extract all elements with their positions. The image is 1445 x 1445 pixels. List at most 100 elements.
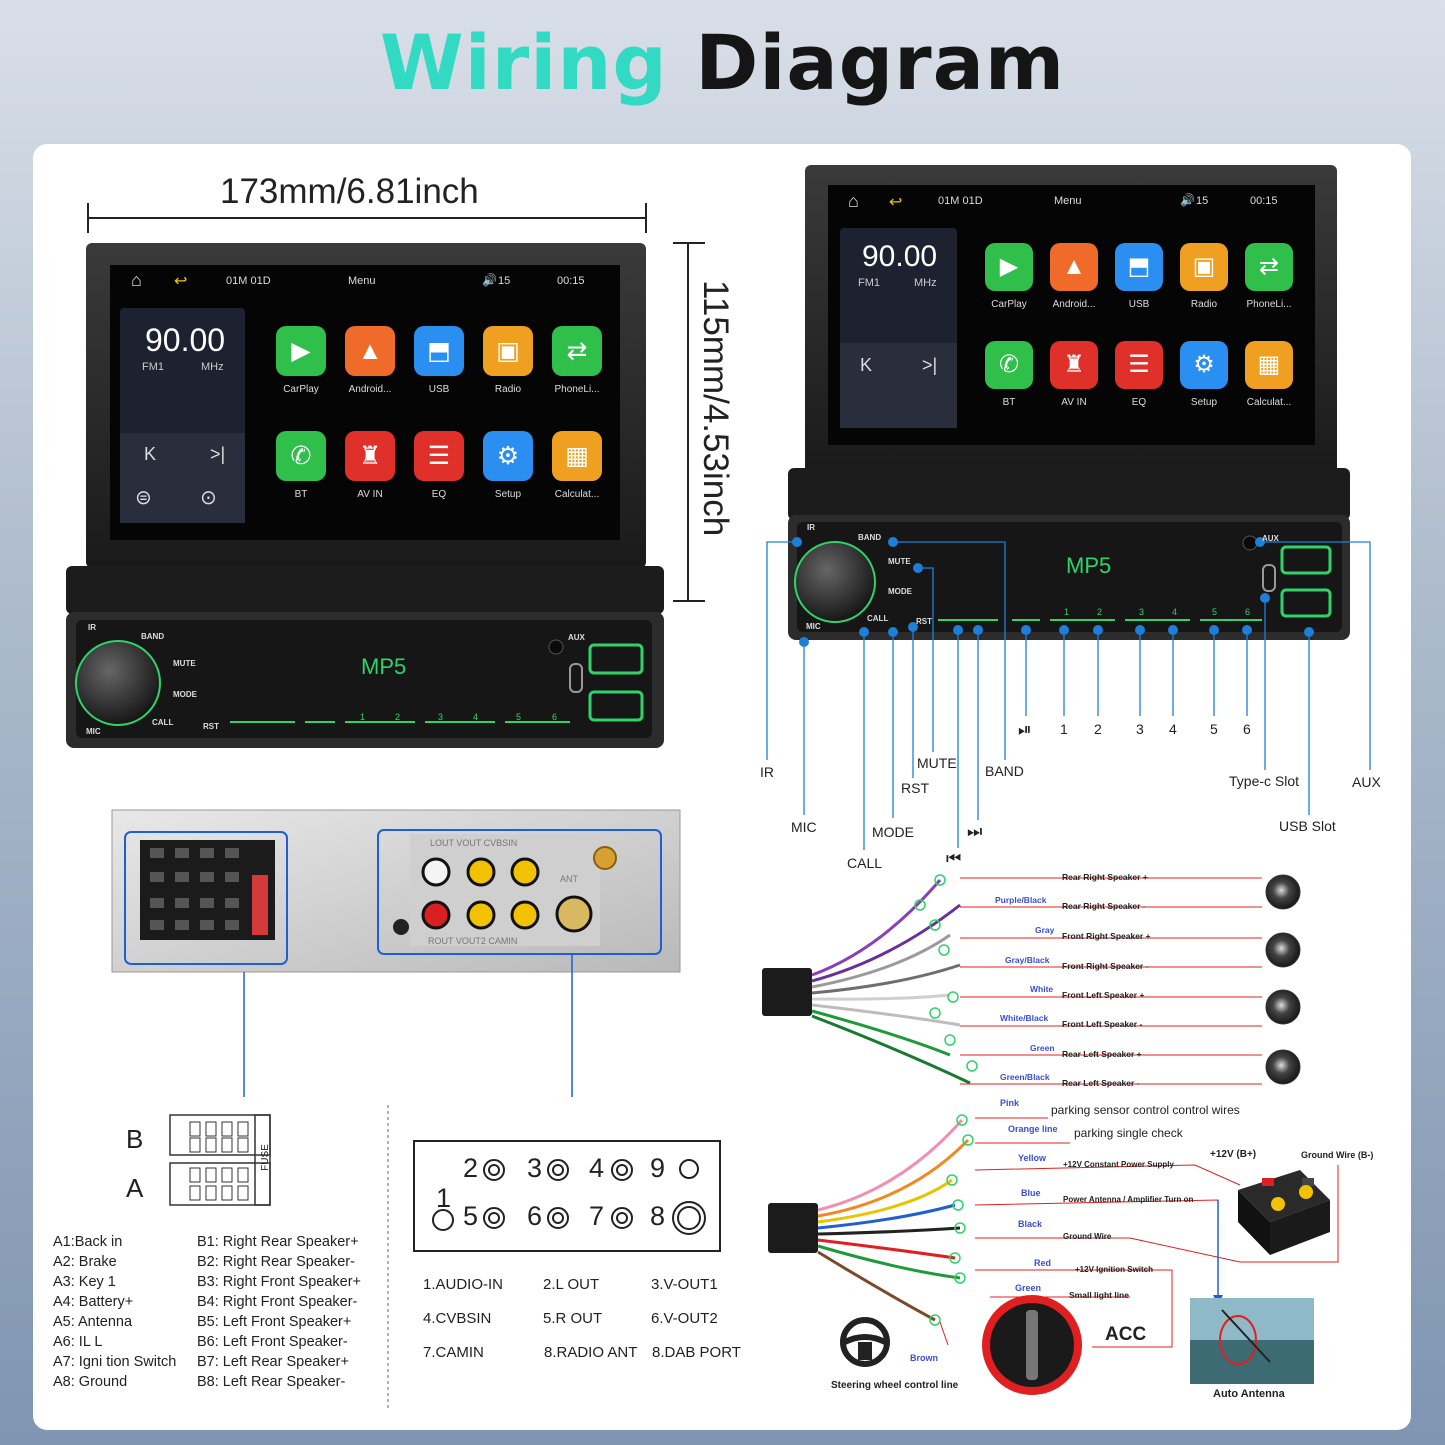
eq-icon[interactable]: ⊜: [135, 487, 152, 509]
speaker-wire-color-label: Green/Black: [1000, 1072, 1050, 1082]
next-track-icon[interactable]: >|: [922, 355, 938, 375]
battery-plus-label: +12V (B+): [1210, 1149, 1257, 1160]
preset-4-button[interactable]: 4: [1172, 607, 1178, 617]
next-track-icon[interactable]: >|: [210, 444, 226, 464]
app-eq-icon[interactable]: ☰: [1115, 341, 1163, 389]
faceplate-mode-button[interactable]: MODE: [888, 587, 912, 596]
battery-ground-label: Ground Wire (B-): [1301, 1150, 1374, 1160]
fuse-label: FUSE: [259, 1144, 271, 1171]
faceplate-call-button[interactable]: CALL: [867, 614, 889, 623]
radio-unit: MHz: [914, 277, 937, 289]
preset-2-button[interactable]: 2: [395, 712, 401, 722]
back-icon[interactable]: ↩: [889, 194, 903, 211]
app-phoneli-label: PhoneLi...: [1246, 299, 1292, 310]
app-setup-icon[interactable]: ⚙: [483, 431, 533, 481]
preset-6-button[interactable]: 6: [1245, 607, 1251, 617]
faceplate-band-button[interactable]: BAND: [858, 533, 882, 542]
rca-legend-item: 7.CAMIN: [423, 1344, 484, 1361]
app-phoneli-icon[interactable]: ⇄: [552, 326, 602, 376]
app-eq-label: EQ: [1131, 397, 1147, 408]
home-icon[interactable]: ⌂: [848, 191, 859, 211]
faceplate-mic-button[interactable]: MIC: [806, 622, 821, 631]
app-calculat-icon[interactable]: ▦: [552, 431, 602, 481]
pin-b5-label: B5: Left Front Speaker+: [197, 1314, 352, 1330]
callout-1: 1: [1060, 721, 1068, 737]
power-wire-color-label: Red: [1034, 1258, 1052, 1268]
faceplate-mute-button[interactable]: MUTE: [173, 659, 196, 668]
faceplate-mute-button[interactable]: MUTE: [888, 557, 911, 566]
app-bt-icon[interactable]: ✆: [276, 431, 326, 481]
home-icon[interactable]: ⌂: [131, 270, 142, 290]
app-android-icon[interactable]: ▲: [345, 326, 395, 376]
preset-2-button[interactable]: 2: [1097, 607, 1103, 617]
app-setup-icon[interactable]: ⚙: [1180, 341, 1228, 389]
pin-a3-label: A3: Key 1: [53, 1274, 116, 1290]
speaker-wire-function-label: Front Right Speaker -: [1062, 961, 1149, 971]
app-usb-icon[interactable]: ⬒: [1115, 243, 1163, 291]
status-menu[interactable]: Menu: [348, 275, 376, 287]
status-menu[interactable]: Menu: [1054, 195, 1082, 207]
preset-5-button[interactable]: 5: [1212, 607, 1218, 617]
pin-b8-label: B8: Left Rear Speaker-: [197, 1374, 346, 1390]
back-icon[interactable]: ↩: [174, 273, 188, 290]
app-radio-icon[interactable]: ▣: [483, 326, 533, 376]
preset-1-button[interactable]: 1: [360, 712, 366, 722]
rca-legend-item: 3.V-OUT1: [651, 1276, 718, 1293]
faceplate-rst-button[interactable]: RST: [203, 722, 219, 731]
rca-legend-item: 2.L OUT: [543, 1276, 600, 1293]
preset-6-button[interactable]: 6: [552, 712, 558, 722]
power-wire-function-label: parking single check: [1074, 1126, 1183, 1140]
callout-5: 5: [1210, 721, 1218, 737]
speaker-wire-function-label: Rear Left Speaker -: [1062, 1078, 1140, 1088]
preset-3-button[interactable]: 3: [438, 712, 444, 722]
faceplate-aux-button[interactable]: AUX: [1262, 534, 1279, 543]
power-wire-function-label: Ground Wire: [1063, 1232, 1112, 1241]
acc-label: ACC: [1105, 1324, 1147, 1345]
speaker-wire-color-label: Gray/Black: [1005, 955, 1050, 965]
faceplate-ir-button[interactable]: IR: [88, 623, 96, 632]
app-avin-icon[interactable]: ♜: [1050, 341, 1098, 389]
faceplate-mode-button[interactable]: MODE: [173, 690, 197, 699]
pin-b1-label: B1: Right Rear Speaker+: [197, 1234, 359, 1250]
callout-4: 4: [1169, 721, 1177, 737]
app-calculat-icon[interactable]: ▦: [1245, 341, 1293, 389]
prev-track-icon[interactable]: K: [144, 444, 157, 464]
faceplate-call-button[interactable]: CALL: [152, 718, 174, 727]
faceplate-rst-button[interactable]: RST: [916, 617, 932, 626]
callout-2: 2: [1094, 721, 1102, 737]
preset-1-button[interactable]: 1: [1064, 607, 1070, 617]
preset-4-button[interactable]: 4: [473, 712, 479, 722]
app-bt-icon[interactable]: ✆: [985, 341, 1033, 389]
app-avin-icon[interactable]: ♜: [345, 431, 395, 481]
app-radio-icon[interactable]: ▣: [1180, 243, 1228, 291]
app-phoneli-icon[interactable]: ⇄: [1245, 243, 1293, 291]
power-wire-color-label: Blue: [1021, 1188, 1041, 1198]
faceplate-mic-button[interactable]: MIC: [86, 727, 101, 736]
callout-next: ⏭: [967, 822, 983, 841]
pin-b6-label: B6: Left Front Speaker-: [197, 1334, 348, 1350]
faceplate-band-button[interactable]: BAND: [141, 632, 165, 641]
power-wire-function-label: +12V Ignition Switch: [1075, 1265, 1154, 1274]
rca-legend-item: 4.CVBSIN: [423, 1310, 492, 1327]
rca-number-6: 6: [527, 1201, 543, 1231]
status-time: 00:15: [1250, 195, 1278, 207]
prev-track-icon[interactable]: K: [860, 355, 873, 375]
preset-5-button[interactable]: 5: [516, 712, 522, 722]
scan-icon[interactable]: ⊙: [200, 487, 217, 509]
app-carplay-icon[interactable]: ▶: [985, 243, 1033, 291]
speaker-wire-function-label: Rear Left Speaker +: [1062, 1049, 1142, 1059]
app-android-icon[interactable]: ▲: [1050, 243, 1098, 291]
callout-aux: AUX: [1352, 774, 1381, 790]
callout-usb: USB Slot: [1279, 818, 1336, 834]
app-usb-icon[interactable]: ⬒: [414, 326, 464, 376]
app-eq-label: EQ: [431, 489, 447, 500]
app-carplay-label: CarPlay: [991, 299, 1027, 310]
power-wire-function-label: Small light line: [1069, 1290, 1129, 1300]
preset-3-button[interactable]: 3: [1139, 607, 1145, 617]
speaker-wire-color-label: White/Black: [1000, 1013, 1049, 1023]
faceplate-aux-button[interactable]: AUX: [568, 633, 585, 642]
app-carplay-icon[interactable]: ▶: [276, 326, 326, 376]
callout-3: 3: [1136, 721, 1144, 737]
faceplate-ir-button[interactable]: IR: [807, 523, 815, 532]
app-eq-icon[interactable]: ☰: [414, 431, 464, 481]
